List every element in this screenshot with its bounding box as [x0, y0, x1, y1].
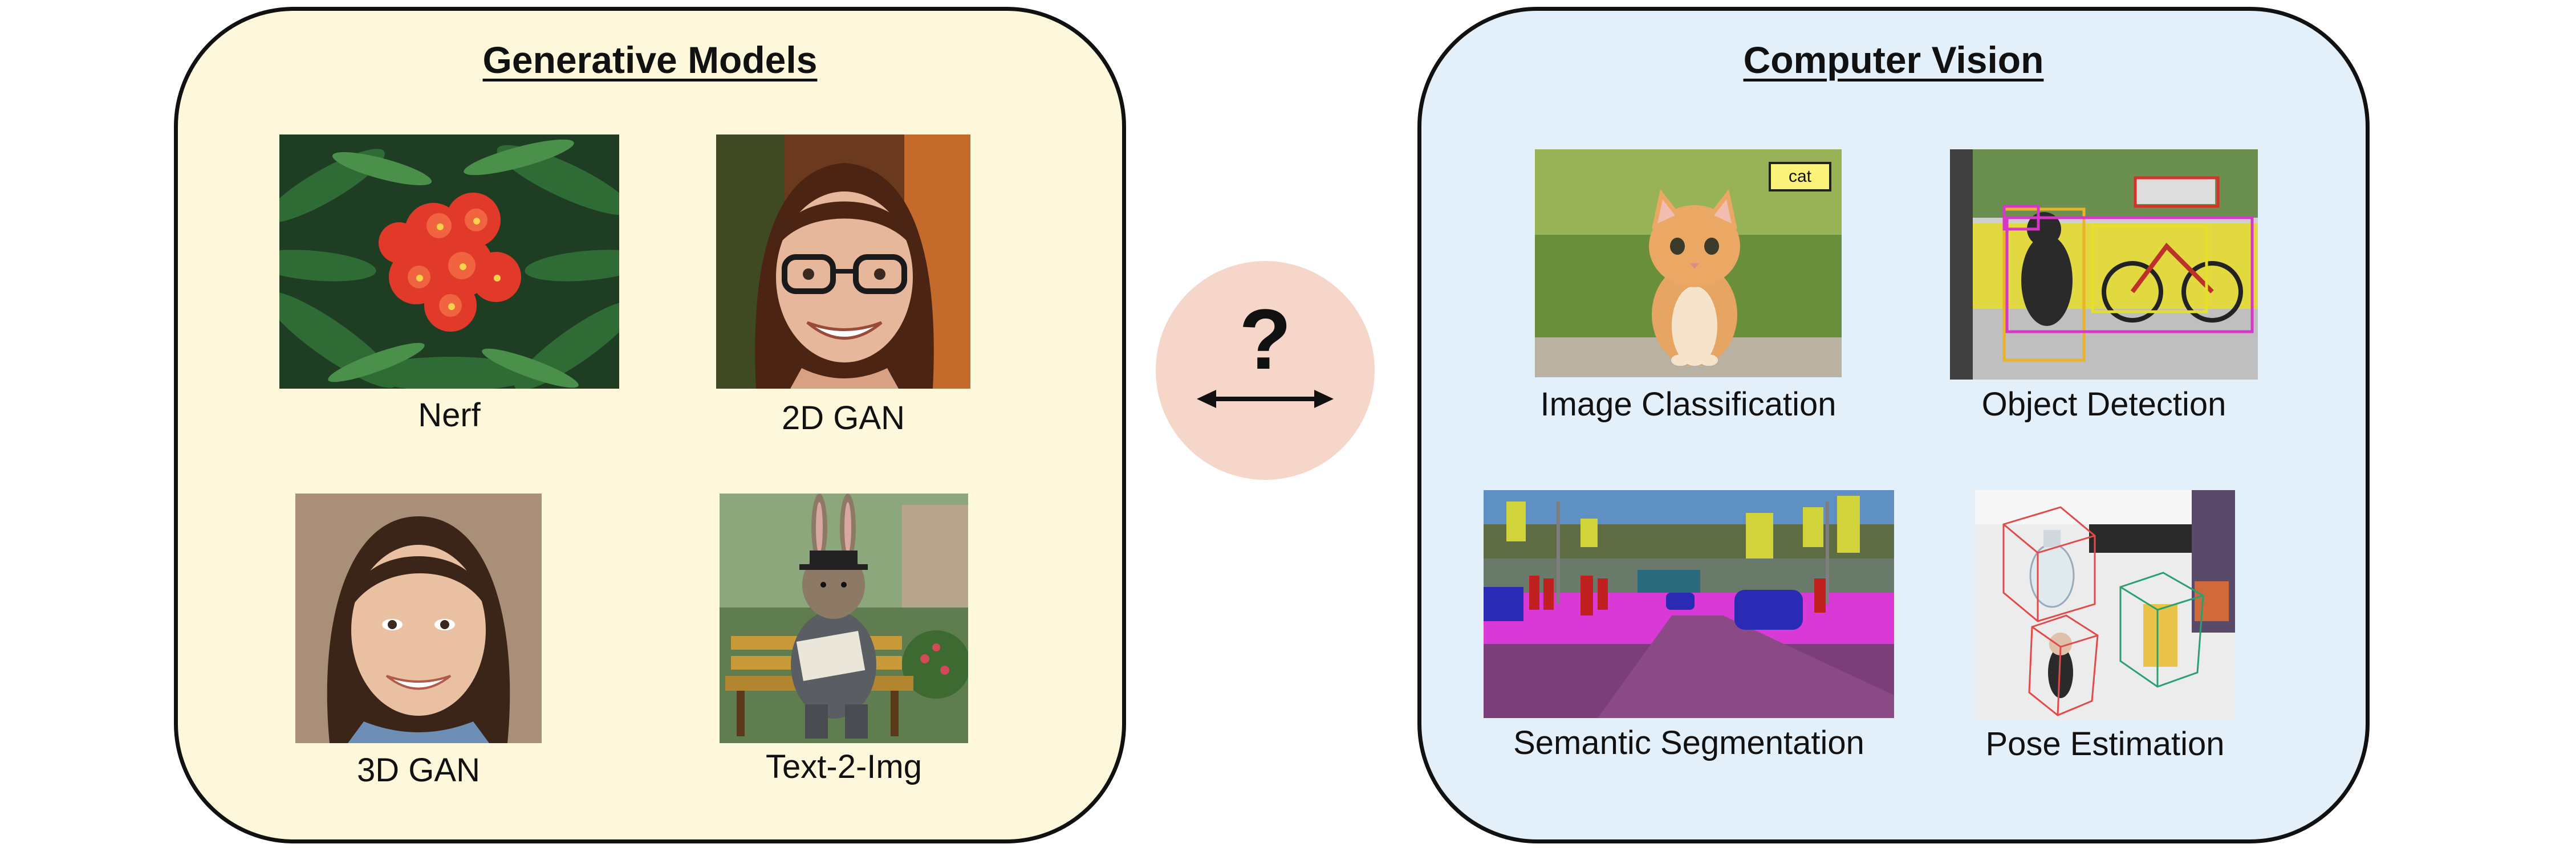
flower-illustration [279, 134, 619, 389]
text-2-img-image [720, 494, 968, 743]
computer-vision-title: Computer Vision [1743, 39, 2044, 81]
class-label-tag: cat [1769, 162, 1831, 191]
nerf-caption: Nerf [418, 397, 481, 434]
segmentation-map-illustration [1484, 490, 1894, 718]
object-detection-caption: Object Detection [1981, 386, 2226, 423]
image-classification-caption: Image Classification [1540, 386, 1836, 423]
3d-gan-caption: 3D GAN [357, 752, 480, 789]
text-2-img-caption: Text-2-Img [766, 748, 922, 785]
image-classification-image: cat [1535, 149, 1842, 377]
face-with-glasses-illustration [716, 134, 970, 389]
nerf-image [279, 134, 619, 389]
generative-models-title: Generative Models [482, 39, 818, 81]
pose-estimation-caption: Pose Estimation [1985, 725, 2225, 763]
relation-circle: ? [1156, 261, 1375, 480]
face-illustration [295, 494, 542, 743]
double-arrow-icon [1197, 390, 1334, 408]
kitten-illustration [1535, 149, 1842, 377]
object-detection-image [1950, 149, 2258, 380]
pose-estimation-image [1975, 490, 2235, 720]
rabbit-on-bench-illustration [720, 494, 968, 743]
semantic-segmentation-caption: Semantic Segmentation [1513, 724, 1864, 761]
semantic-segmentation-image [1484, 490, 1894, 718]
2d-gan-caption: 2D GAN [782, 399, 905, 437]
pose-boxes-illustration [1975, 490, 2235, 720]
detection-scene-illustration [1950, 149, 2258, 380]
3d-gan-image [295, 494, 542, 743]
question-mark: ? [1239, 291, 1291, 387]
2d-gan-image [716, 134, 970, 389]
